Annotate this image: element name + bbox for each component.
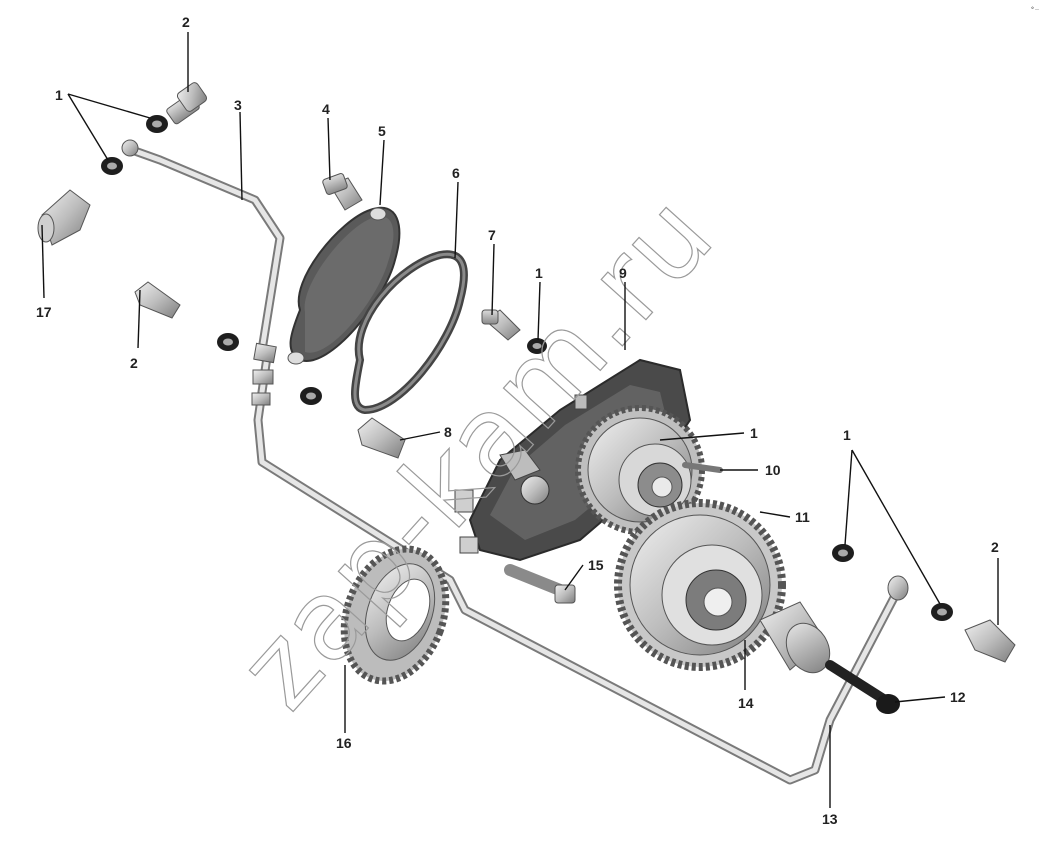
leader-lines <box>41 32 999 808</box>
banjo-bolt-left <box>134 281 181 319</box>
oil-pipe-upper <box>121 139 285 355</box>
callout-4: 4 <box>322 101 330 117</box>
bushing <box>759 601 831 674</box>
drive-gear <box>340 545 450 685</box>
oil-pipe-lower <box>251 342 909 785</box>
callout-5: 5 <box>378 123 386 139</box>
callout-2-left: 2 <box>130 355 138 371</box>
callout-1-top-left: 1 <box>55 87 63 103</box>
callout-2-top: 2 <box>182 14 190 30</box>
callout-3: 3 <box>234 97 242 113</box>
callout-12: 12 <box>950 689 966 705</box>
callout-1-right: 1 <box>843 427 851 443</box>
callout-13: 13 <box>822 811 838 827</box>
callout-2-right: 2 <box>991 539 999 555</box>
cap-nut <box>37 189 91 246</box>
callout-1-mid: 1 <box>535 265 543 281</box>
gasket <box>351 250 468 415</box>
threaded-plug <box>357 417 406 459</box>
bolt <box>481 309 521 341</box>
callout-1-gear: 1 <box>750 425 758 441</box>
callout-8: 8 <box>444 424 452 440</box>
banjo-bolt-top <box>166 82 208 125</box>
callout-14: 14 <box>738 695 754 711</box>
banjo-bolt-right <box>964 619 1016 663</box>
callout-6: 6 <box>452 165 460 181</box>
axle-pin <box>682 462 723 473</box>
cover-plate <box>287 207 401 365</box>
callout-16: 16 <box>336 735 352 751</box>
socket-bolt <box>825 660 900 714</box>
callout-10: 10 <box>765 462 781 478</box>
callout-15: 15 <box>588 557 604 573</box>
plug <box>322 173 363 211</box>
callout-11: 11 <box>795 509 810 525</box>
callout-7: 7 <box>488 227 496 243</box>
callout-labels: 2 1 3 4 5 6 7 1 9 17 2 8 1 1 10 11 2 15 … <box>36 14 999 827</box>
callout-9: 9 <box>619 265 627 281</box>
mounting-bolt <box>504 564 576 604</box>
callout-17: 17 <box>36 304 52 320</box>
large-gear <box>614 499 786 671</box>
corner-mark: ⚬‥ <box>1030 5 1039 12</box>
